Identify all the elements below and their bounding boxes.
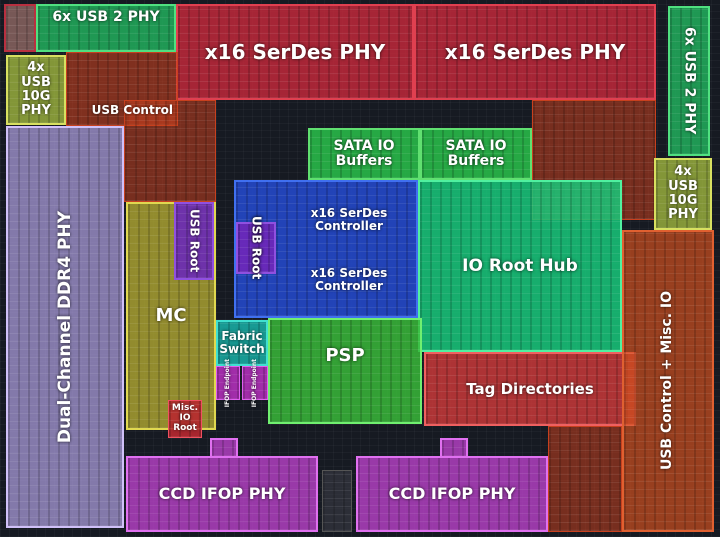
usb-control-misc-io: USB Control + Misc. IO: [622, 230, 714, 532]
serdes-controller-2-label: x16 SerDes Controller: [310, 265, 388, 293]
ddr4-phy: Dual-Channel DDR4 PHY: [6, 126, 124, 528]
usb2-phy-right-label: 6x USB 2 PHY: [681, 27, 698, 135]
sata-io-right-label: SATA IO Buffers: [445, 137, 507, 169]
usb-control-label: USB Control: [91, 102, 173, 117]
ifop-endpoint-2-label: IFOP Endpoint: [250, 358, 258, 408]
usb2-phy-right: 6x USB 2 PHY: [668, 6, 710, 156]
fabric-switch: Fabric Switch: [216, 320, 268, 366]
serdes-phy-left-label: x16 SerDes PHY: [204, 40, 386, 64]
usb10g-phy-right: 4x USB 10G PHY: [654, 158, 712, 230]
sata-io-right: SATA IO Buffers: [420, 128, 532, 180]
serdes-phy-right: x16 SerDes PHY: [414, 4, 656, 100]
usb10g-phy-left: 4x USB 10G PHY: [6, 55, 66, 125]
usb-control-misc-io-label: USB Control + Misc. IO: [659, 291, 676, 471]
ccd-ifop-phy-right-label: CCD IFOP PHY: [388, 484, 516, 504]
psp: PSP: [268, 318, 422, 424]
sata-io-left: SATA IO Buffers: [308, 128, 420, 180]
usb10g-phy-right-label: 4x USB 10G PHY: [668, 164, 698, 223]
ccd-ifop-phy-left: CCD IFOP PHY: [126, 456, 318, 532]
fabric-switch-label: Fabric Switch: [219, 328, 265, 356]
sata-io-left-label: SATA IO Buffers: [333, 137, 395, 169]
mc-label: MC: [155, 305, 187, 327]
usb-root-1: USB Root: [174, 202, 214, 280]
misc-io-root: Misc. IO Root: [168, 400, 202, 438]
usb2-phy-top: 6x USB 2 PHY: [36, 4, 176, 52]
ifop-endpoint-2: IFOP Endpoint: [242, 359, 268, 407]
ccd-ifop-phy-left-label: CCD IFOP PHY: [158, 484, 286, 504]
tag-directories-label: Tag Directories: [466, 379, 594, 398]
ddr4-phy-label: Dual-Channel DDR4 PHY: [54, 210, 75, 444]
io-root-hub: IO Root Hub: [418, 180, 622, 352]
serdes-controller-2: x16 SerDes Controller: [290, 264, 408, 296]
bottom-center-strip: [322, 470, 352, 532]
usb-root-2-label: USB Root: [249, 216, 264, 280]
tag-directories: Tag Directories: [424, 352, 636, 426]
io-root-hub-label: IO Root Hub: [462, 255, 578, 276]
usb2-phy-top-label: 6x USB 2 PHY: [52, 9, 160, 25]
ifop-endpoint-1-label: IFOP Endpoint: [223, 358, 231, 408]
lower-right-orange: [548, 426, 622, 532]
usb10g-phy-left-label: 4x USB 10G PHY: [21, 60, 51, 119]
usb-control-region: USB Control: [66, 52, 178, 126]
ifop-endpoint-1: IFOP Endpoint: [216, 359, 240, 407]
serdes-phy-left: x16 SerDes PHY: [176, 4, 414, 100]
misc-io-root-label: Misc. IO Root: [171, 403, 199, 433]
ccd-ifop-phy-left-tab: [210, 438, 238, 458]
serdes-controller-1: x16 SerDes Controller: [290, 204, 408, 236]
ccd-ifop-phy-right-tab: [440, 438, 468, 458]
corner-block-top-left: [4, 4, 36, 52]
serdes-controller-1-label: x16 SerDes Controller: [310, 205, 388, 233]
usb-root-2-label-overlay: USB Root: [249, 216, 264, 280]
usb-root-2-overlay: USB Root: [236, 216, 276, 280]
left-orange-region: [124, 100, 216, 202]
psp-label: PSP: [325, 345, 365, 366]
ccd-ifop-phy-right: CCD IFOP PHY: [356, 456, 548, 532]
usb-root-1-label: USB Root: [187, 209, 202, 273]
serdes-phy-right-label: x16 SerDes PHY: [444, 40, 626, 64]
